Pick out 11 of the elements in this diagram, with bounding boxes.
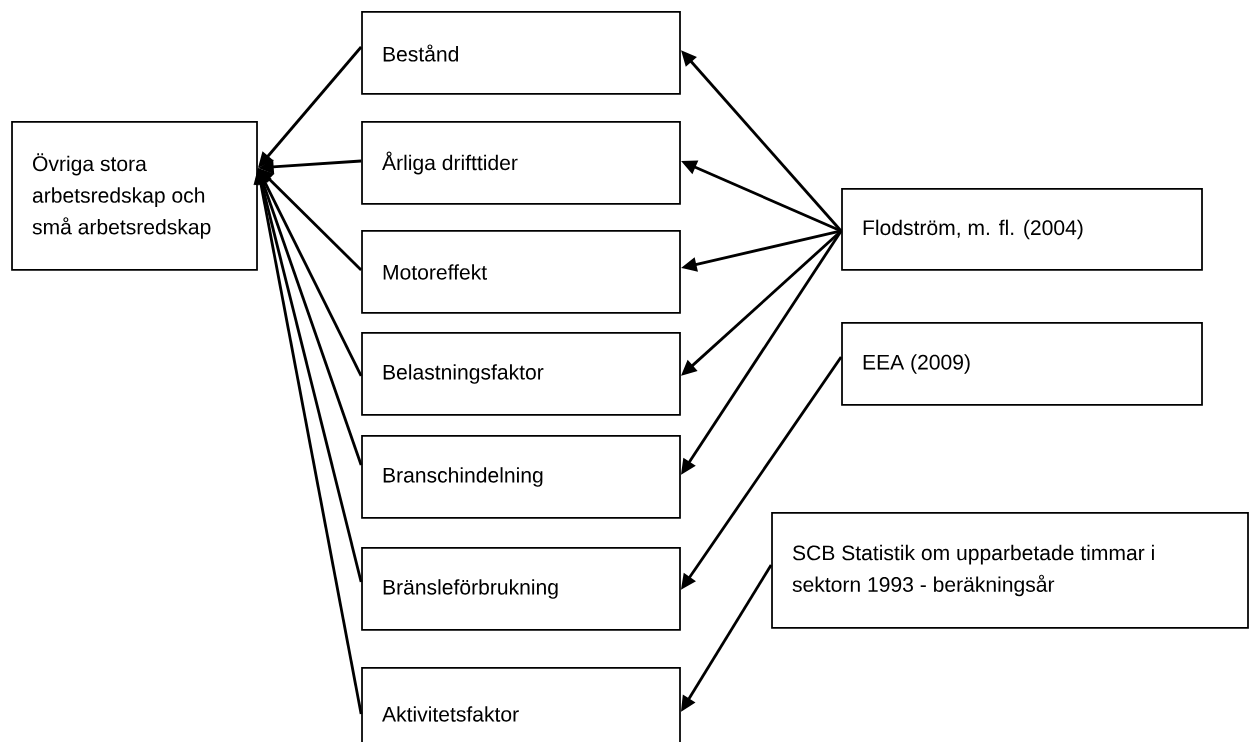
factor-box: Branschindelning: [361, 435, 681, 519]
factor-box: Belastningsfaktor: [361, 332, 681, 416]
factor-box: Bränsleförbrukning: [361, 547, 681, 631]
factor-box: Bestånd: [361, 11, 681, 95]
source-box: EEA (2009): [841, 322, 1203, 406]
factor-box: Motoreffekt: [361, 230, 681, 314]
factor-box: Årliga drifttider: [361, 121, 681, 205]
source-box: Flodström, m. fl. (2004): [841, 188, 1203, 271]
factor-box: Aktivitetsfaktor: [361, 667, 681, 742]
source-box: SCB Statistik om upparbetade timmar i sektorn 1993 - beräkningsår: [771, 512, 1249, 629]
equipment-box: Övriga stora arbetsredskap och små arbetsredskap: [11, 121, 258, 271]
